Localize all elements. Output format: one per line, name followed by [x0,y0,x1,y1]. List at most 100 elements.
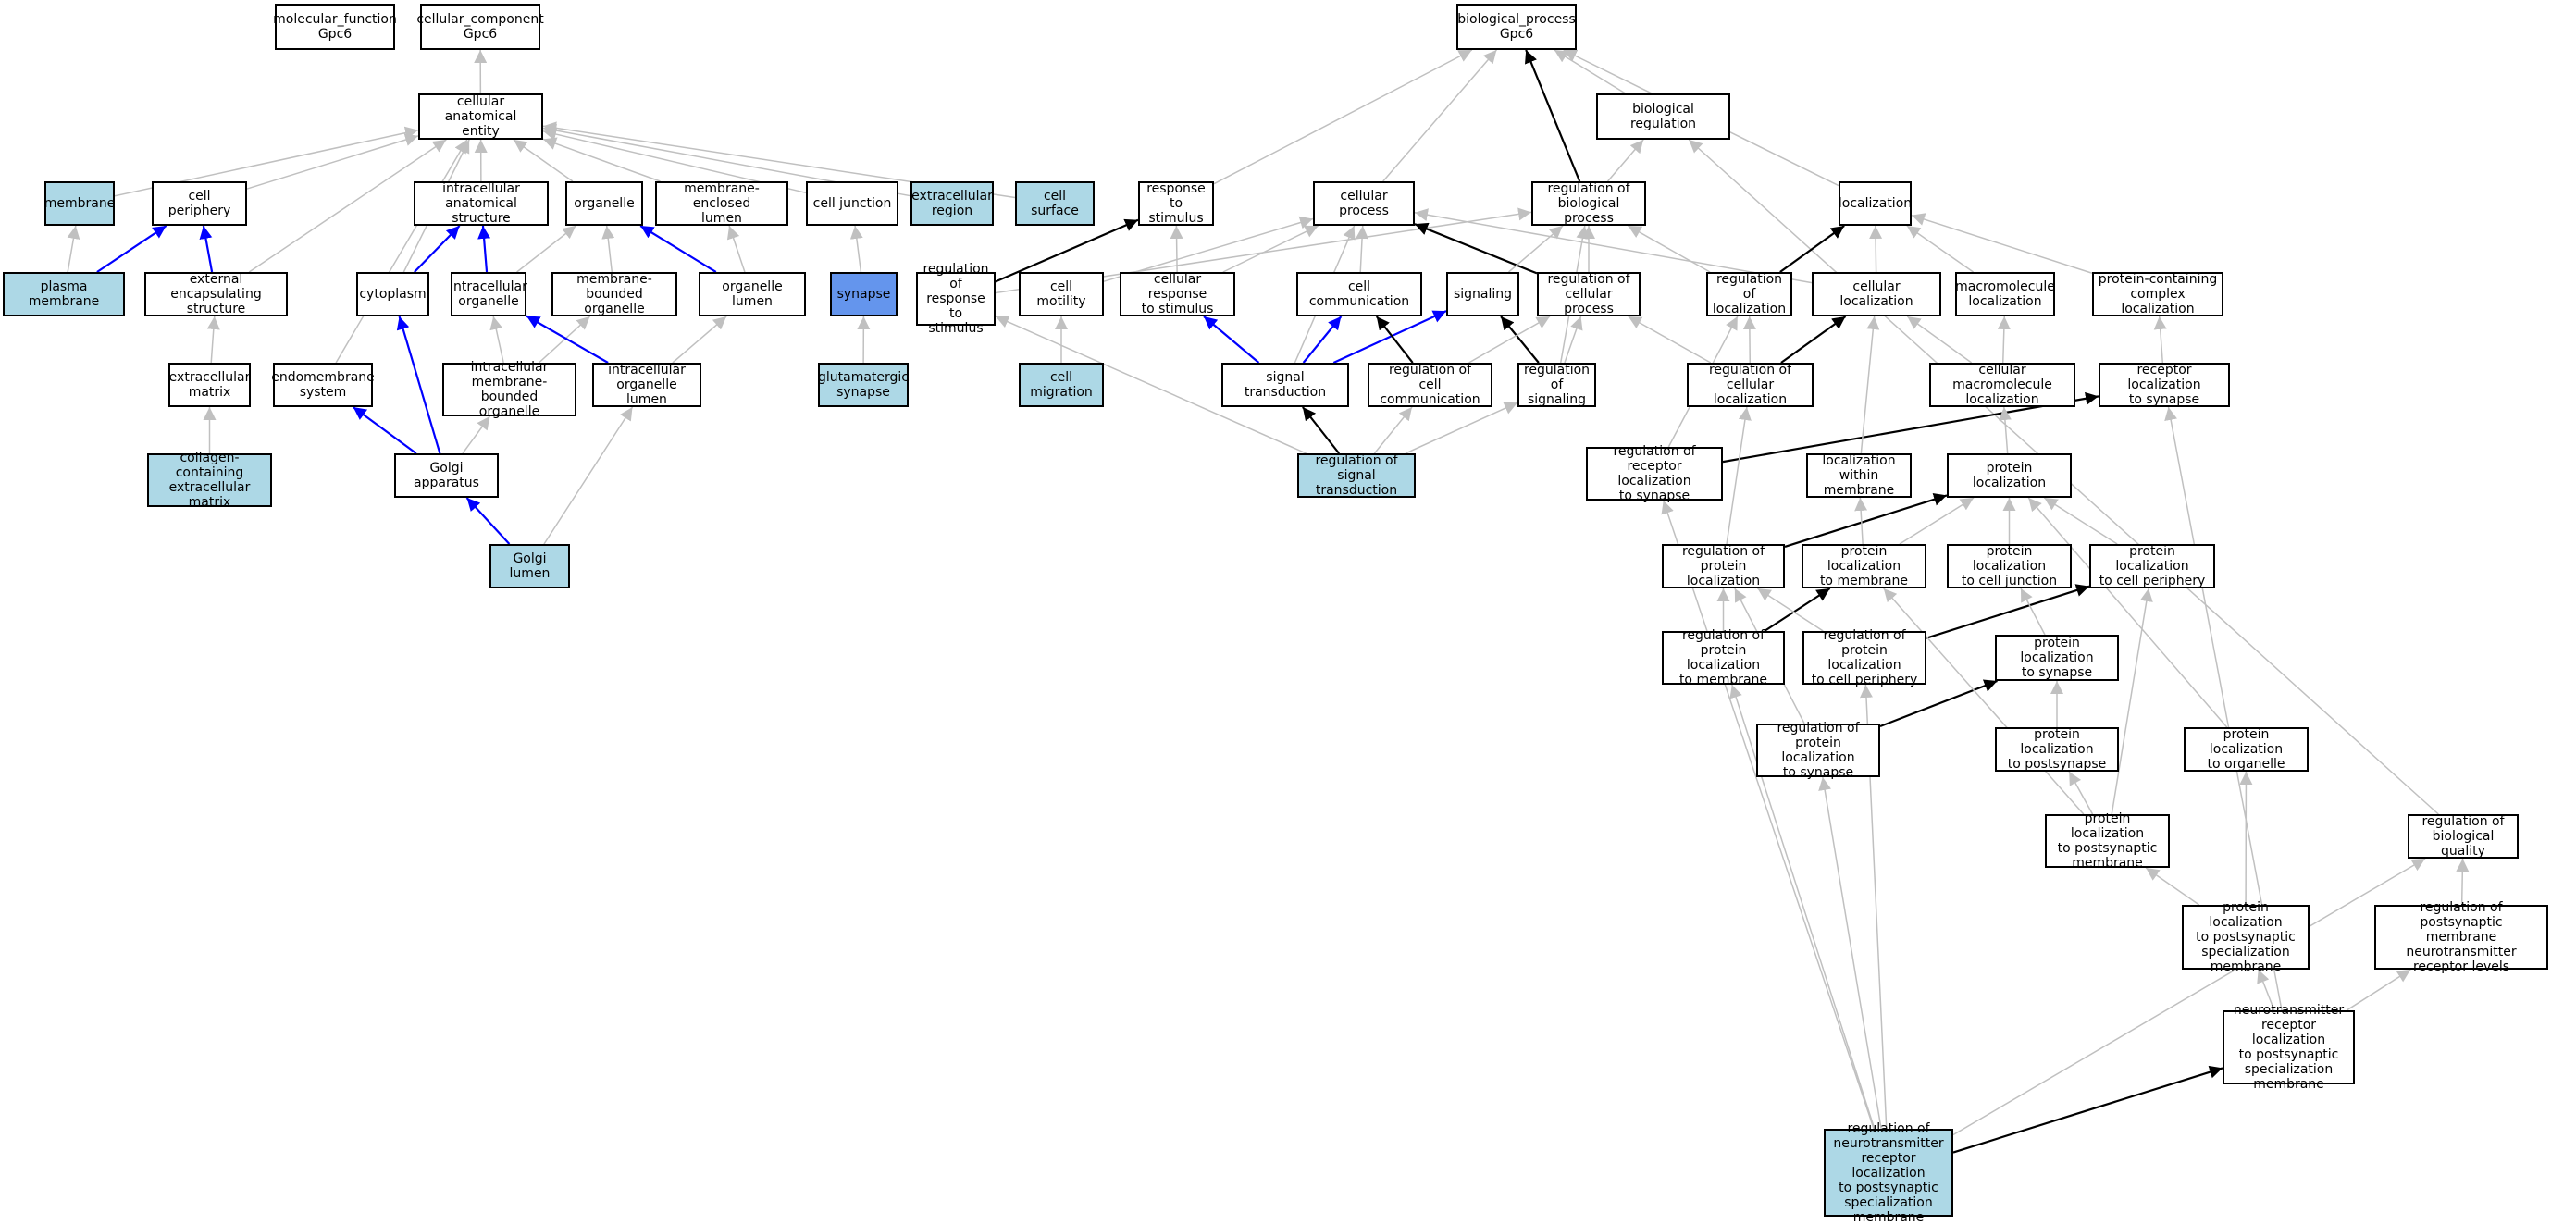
edge-golgi-to-imbo [463,416,489,453]
edge-st-to-sig [1333,311,1446,363]
go-term-node-endo[interactable]: endomembrane system [273,363,373,407]
go-term-node-pm[interactable]: plasma membrane [3,272,125,316]
go-term-node-ees[interactable]: external encapsulating structure [144,272,288,316]
go-term-node-pltcj[interactable]: protein localization to cell junction [1947,544,2072,588]
go-term-node-rsig[interactable]: regulation of signaling [1517,363,1596,407]
go-term-node-rbp[interactable]: regulation of biological process [1531,181,1646,226]
go-term-node-cmml[interactable]: cellular macromolecule localization [1929,363,2075,407]
edge-synapse-to-cjunc [855,226,861,272]
edge-sig-to-rbp [1509,226,1563,272]
go-term-node-cc[interactable]: cellular_component Gpc6 [420,4,540,50]
go-term-node-olum[interactable]: organelle lumen [699,272,806,316]
go-term-node-pltpsm[interactable]: protein localization to postsynaptic spe… [2182,905,2310,970]
edge-target-to-nrlpsm [1953,1068,2223,1152]
edge-pltpm-to-pltps [2069,772,2092,814]
edge-rsig-to-sig [1501,316,1539,363]
go-term-node-ias[interactable]: intracellular anatomical structure [414,181,549,226]
edge-glum-to-golgi [467,498,510,544]
go-term-node-rst[interactable]: regulation of signal transduction [1297,453,1416,498]
go-term-node-cproc[interactable]: cellular process [1313,181,1415,226]
edge-rst-to-rcc [1374,407,1412,453]
go-term-node-membrane[interactable]: membrane [44,181,115,226]
edge-imbo-to-mbo [539,316,589,363]
go-term-node-rpl[interactable]: regulation of protein localization [1662,544,1785,588]
go-term-node-io[interactable]: intracellular organelle [451,272,526,316]
go-term-node-plts[interactable]: protein localization to synapse [1995,635,2119,681]
go-term-node-rbq[interactable]: regulation of biological quality [2408,814,2519,859]
go-term-node-nrlpsm[interactable]: neurotransmitter receptor localization t… [2223,1010,2355,1084]
go-term-node-cper[interactable]: cell periphery [152,181,247,226]
edge-glum-to-iol [544,407,633,544]
edge-pltpm-to-pltcp [2112,588,2149,814]
edge-ees-to-cper [204,226,212,272]
go-term-node-target[interactable]: regulation of neurotransmitter receptor … [1824,1129,1953,1217]
go-term-node-pccl[interactable]: protein-containing complex localization [2092,272,2223,316]
go-term-node-golgi[interactable]: Golgi apparatus [394,453,499,498]
go-term-node-rrls[interactable]: regulation of receptor localization to s… [1586,447,1723,501]
go-term-node-rpltcp[interactable]: regulation of protein localization to ce… [1802,631,1926,685]
go-term-node-sig[interactable]: signaling [1446,272,1519,316]
go-term-node-pltps[interactable]: protein localization to postsynapse [1995,727,2119,772]
edge-rst-to-st [1303,407,1339,453]
go-term-node-cjunc[interactable]: cell junction [806,181,898,226]
go-term-node-iol[interactable]: intracellular organelle lumen [592,363,701,407]
go-term-node-rcc[interactable]: regulation of cell communication [1368,363,1492,407]
go-term-node-pltpm[interactable]: protein localization to postsynaptic mem… [2045,814,2170,868]
edge-iol-to-io [526,316,608,363]
go-term-node-rpltm[interactable]: regulation of protein localization to me… [1662,631,1785,685]
go-term-node-loc[interactable]: localization [1839,181,1912,226]
go-term-node-rls[interactable]: receptor localization to synapse [2099,363,2230,407]
go-term-node-cmig[interactable]: cell migration [1019,363,1104,407]
edge-lwm-to-cloc [1861,316,1874,453]
go-term-node-mbo[interactable]: membrane-bounded organelle [551,272,677,316]
edge-st-to-crts [1204,316,1258,363]
edge-pltcp-to-ploc [2044,498,2117,544]
go-term-node-crts[interactable]: cellular response to stimulus [1120,272,1235,316]
edge-rpmnrl-to-rbq [2462,859,2463,905]
go-term-node-lwm[interactable]: localization within membrane [1806,453,1912,498]
go-term-node-mmloc[interactable]: macromolecule localization [1955,272,2055,316]
go-term-node-ploc[interactable]: protein localization [1947,453,2072,498]
go-term-node-organelle[interactable]: organelle [565,181,643,226]
go-term-node-imbo[interactable]: intracellular membrane-bounded organelle [442,363,576,416]
go-term-node-st[interactable]: signal transduction [1221,363,1349,407]
go-term-node-synapse[interactable]: synapse [830,272,898,316]
edge-rplts-to-plts [1880,681,1998,726]
go-term-node-ccom[interactable]: cell communication [1296,272,1422,316]
go-term-node-cyto[interactable]: cytoplasm [356,272,429,316]
go-term-node-rloc[interactable]: regulation of localization [1706,272,1792,316]
edge-rcl-to-cloc [1781,316,1846,363]
go-term-node-pltcp[interactable]: protein localization to cell periphery [2089,544,2215,588]
go-term-node-breg[interactable]: biological regulation [1596,93,1730,140]
go-term-node-rcl[interactable]: regulation of cellular localization [1687,363,1814,407]
go-term-node-rplts[interactable]: regulation of protein localization to sy… [1756,724,1880,777]
go-term-node-cmot[interactable]: cell motility [1019,272,1104,316]
go-term-node-exreg[interactable]: extracellular region [910,181,994,226]
edge-mbo-to-organelle [607,226,613,272]
go-term-node-mel[interactable]: membrane-enclosed lumen [655,181,788,226]
edge-exmat-to-ees [211,316,215,363]
go-term-node-gsyn[interactable]: glutamatergic synapse [818,363,909,407]
edge-golgi-to-endo [353,407,416,453]
go-term-node-cae[interactable]: cellular anatomical entity [418,93,543,140]
edge-rcl-to-rloc [1750,316,1751,363]
edge-olum-to-organelle [640,226,716,272]
go-term-node-mf[interactable]: molecular_function Gpc6 [275,4,395,50]
edge-rpl-to-ploc [1785,495,1947,547]
edge-rcl-to-rcp [1629,316,1711,363]
edge-imbo-to-io [493,316,503,363]
go-term-node-rrts[interactable]: regulation of response to stimulus [916,272,996,326]
go-term-node-pltm[interactable]: protein localization to membrane [1802,544,1926,588]
go-term-node-bp[interactable]: biological_process Gpc6 [1456,4,1577,50]
go-term-node-rpmnrl[interactable]: regulation of postsynaptic membrane neur… [2374,905,2548,970]
go-term-node-exmat[interactable]: extracellular matrix [168,363,251,407]
go-term-node-cloc[interactable]: cellular localization [1812,272,1941,316]
go-term-node-rcp[interactable]: regulation of cellular process [1537,272,1641,316]
edge-pltpsm-to-pltpm [2146,868,2199,905]
go-term-node-glum[interactable]: Golgi lumen [489,544,570,588]
go-term-node-plto[interactable]: protein localization to organelle [2184,727,2309,772]
go-term-node-ccem[interactable]: collagen-containing extracellular matrix [147,453,272,507]
go-term-node-csurf[interactable]: cell surface [1015,181,1095,226]
go-term-node-rts[interactable]: response to stimulus [1138,181,1214,226]
